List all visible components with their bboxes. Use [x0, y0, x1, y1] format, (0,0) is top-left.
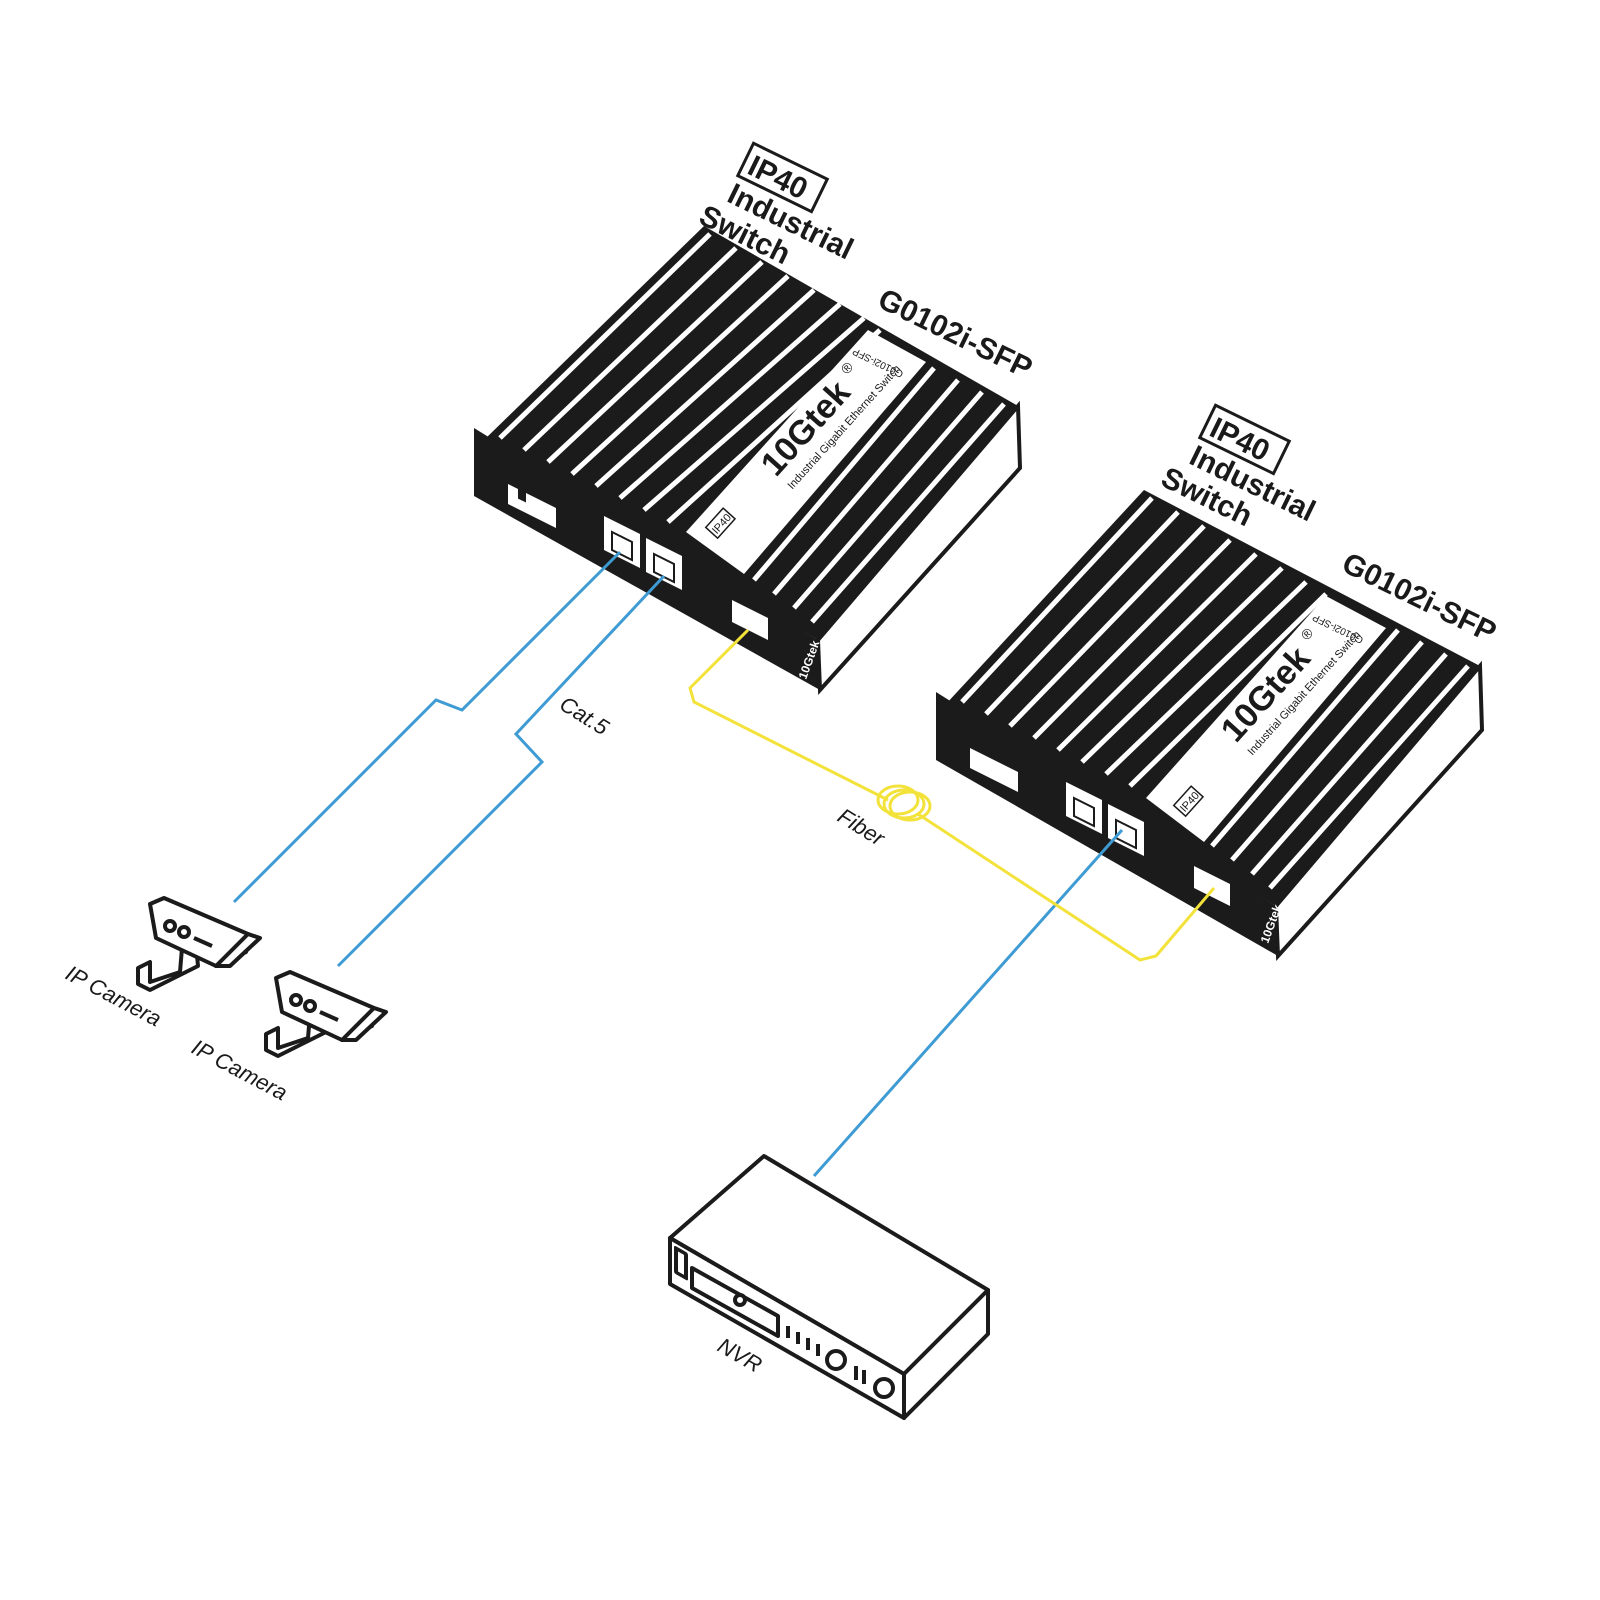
sfp-port-right: [1194, 866, 1230, 906]
front-panel-right: [970, 748, 1230, 906]
sfp-port-left: [732, 600, 768, 640]
ip40-badge: [735, 141, 830, 214]
ip40-badge: [1197, 403, 1292, 476]
switch-left: [474, 226, 1023, 695]
heatsink-fins-right: [960, 496, 1470, 890]
label-plate-left: [686, 330, 926, 574]
ethernet-cable-nvr: [812, 829, 1124, 1177]
front-panel-left: [508, 484, 768, 640]
ethernet-cables: [232, 550, 1124, 1177]
switch-right: [936, 490, 1485, 961]
heatsink-fins-left: [498, 232, 1006, 624]
ip-camera-icon: [264, 970, 388, 1058]
fiber-coil-icon: [876, 784, 920, 816]
fiber-cable: [688, 628, 1216, 962]
ethernet-cable-camera1: [232, 550, 622, 904]
ethernet-cable-camera2: [336, 574, 666, 968]
nvr-icon: [668, 1154, 990, 1420]
nvr-label: NVR: [714, 1333, 767, 1378]
cat5-label: Cat.5: [555, 691, 613, 740]
label-plate-right: [1146, 596, 1386, 842]
ip-camera-icon: [136, 896, 262, 992]
